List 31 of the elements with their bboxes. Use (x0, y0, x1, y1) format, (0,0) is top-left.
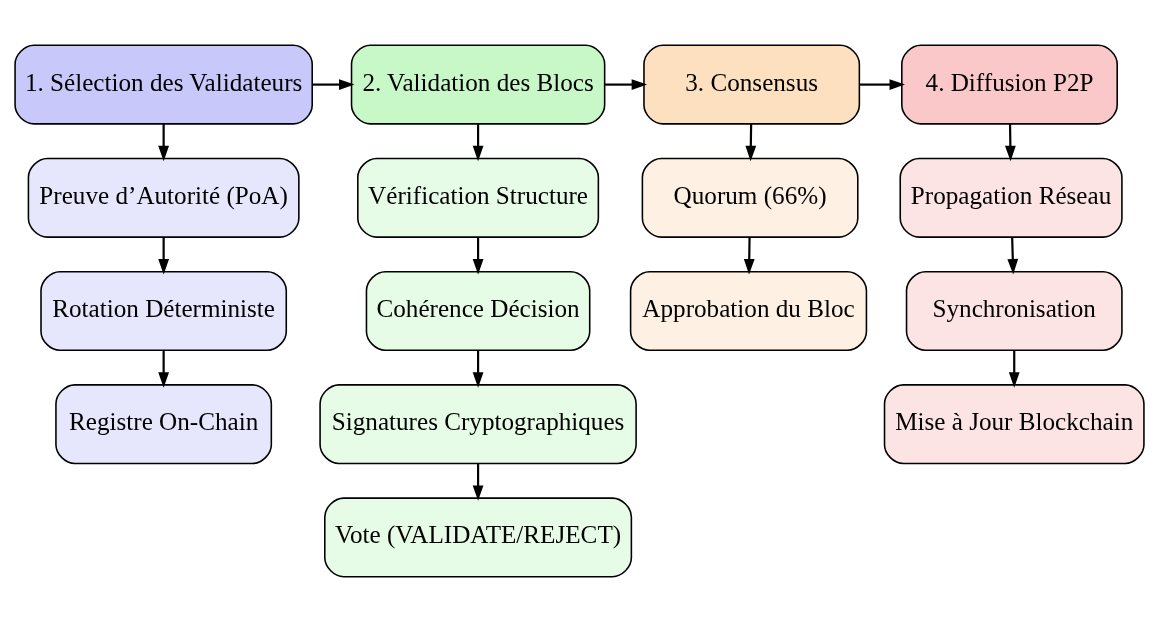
arrow (158, 350, 170, 388)
node-box: Cohérence Décision (365, 270, 591, 352)
node-box: Registre On-Chain (55, 384, 273, 465)
arrow (604, 79, 648, 90)
arrow (745, 124, 757, 162)
node-box: 1. Sélection des Validateurs (14, 44, 313, 125)
node-box: Vote (VALIDATE/REJECT) (324, 497, 633, 578)
arrow (158, 124, 170, 162)
node-box: 2. Validation des Blocs (350, 44, 606, 125)
arrow (312, 79, 355, 90)
node-box: Rotation Déterministe (40, 270, 288, 352)
node-box: Quorum (66%) (641, 157, 859, 238)
arrow (1004, 124, 1016, 162)
arrow (1007, 237, 1019, 275)
node-box: Approbation du Bloc (629, 270, 868, 352)
node-box: Signatures Cryptographiques (319, 384, 637, 465)
node-box: 3. Consensus (643, 44, 861, 125)
node-box: Mise à Jour Blockchain (883, 384, 1145, 465)
arrow (859, 79, 905, 90)
arrow (743, 237, 755, 275)
arrow (472, 124, 484, 162)
arrow (1008, 350, 1020, 388)
arrow (472, 463, 484, 501)
arrow (158, 237, 170, 275)
arrow (472, 237, 484, 275)
node-box: Propagation Réseau (899, 157, 1123, 238)
node-box: Vérification Structure (357, 157, 600, 238)
node-box: Preuve d’Autorité (PoA) (27, 157, 300, 238)
node-box: Synchronisation (905, 270, 1123, 352)
node-box: 4. Diffusion P2P (901, 44, 1118, 125)
arrow (472, 350, 484, 388)
